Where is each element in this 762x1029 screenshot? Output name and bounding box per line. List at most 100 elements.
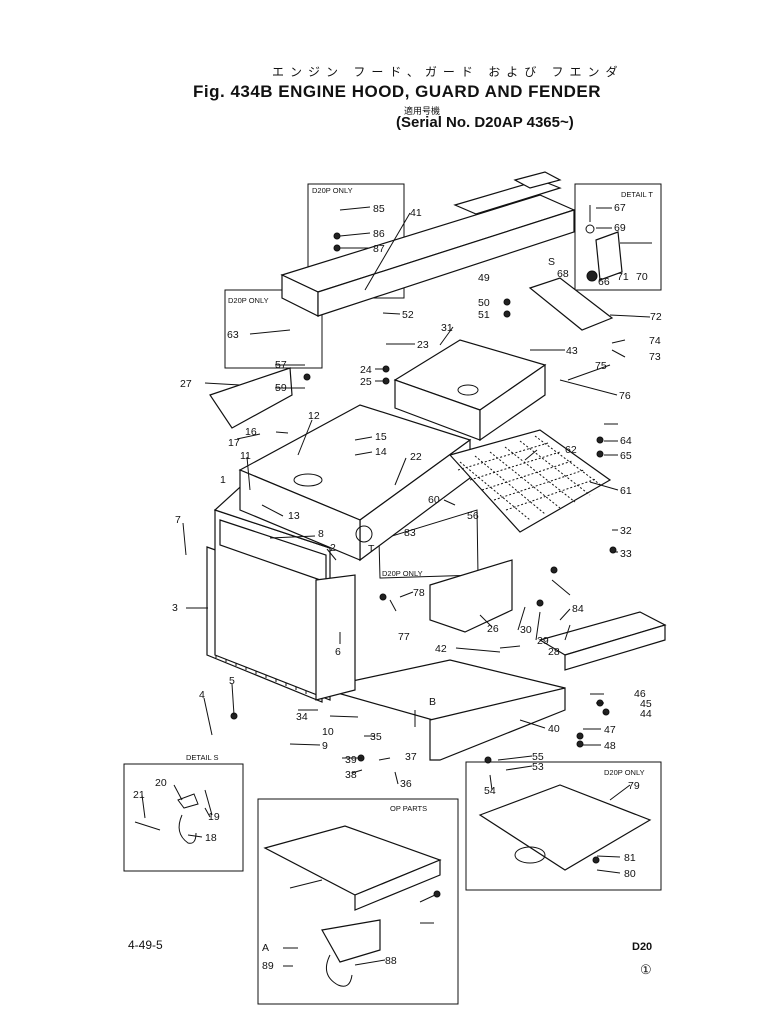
part-label: 66 — [598, 276, 610, 288]
lower-frame — [315, 574, 667, 761]
inset-label-d20p-left: D20P ONLY — [228, 296, 269, 305]
part-label: 11 — [240, 450, 251, 462]
part-label: 35 — [370, 731, 382, 743]
part-label: 63 — [227, 329, 239, 341]
inset-label-d20p-top: D20P ONLY — [312, 186, 353, 195]
part-label: 13 — [288, 510, 300, 522]
part-label: 50 — [478, 297, 490, 309]
part-label: 24 — [360, 364, 372, 376]
figure-title: Fig. 434B ENGINE HOOD, GUARD AND FENDER — [193, 82, 602, 101]
part-label: 33 — [620, 548, 632, 560]
part-label: 16 — [245, 426, 257, 438]
part-label: 39 — [345, 754, 357, 766]
op-step-plate — [263, 825, 442, 987]
inset-label-detail-s: DETAIL S — [186, 753, 219, 762]
part-label: 10 — [322, 726, 334, 738]
inset-label-detail-t: DETAIL T — [621, 190, 653, 199]
part-label: 69 — [614, 222, 626, 234]
part-label: 18 — [205, 832, 217, 844]
part-label: 32 — [620, 525, 632, 537]
part-label: 73 — [649, 351, 661, 363]
part-label: 41 — [410, 207, 422, 219]
part-label: 23 — [417, 339, 429, 351]
part-label: 70 — [636, 271, 648, 283]
part-label: 68 — [557, 268, 569, 280]
inset-detail-s — [123, 763, 244, 872]
part-label: 86 — [373, 228, 385, 240]
part-label: 48 — [604, 740, 616, 752]
part-label: 40 — [548, 723, 560, 735]
part-label: 6 — [335, 646, 341, 658]
floor-grid-plate — [448, 429, 612, 533]
part-label: 65 — [620, 450, 632, 462]
part-label: 21 — [133, 789, 145, 801]
part-label: 30 — [520, 624, 532, 636]
part-label: 44 — [640, 708, 652, 720]
part-label: 71 — [617, 271, 629, 283]
engine-hood — [238, 404, 472, 562]
part-label: 77 — [398, 631, 410, 643]
inset-d20p-bottom-right — [465, 761, 662, 891]
part-label: 14 — [375, 446, 387, 458]
part-label: 62 — [565, 444, 577, 456]
frame-rail — [280, 171, 576, 317]
part-label: 52 — [402, 309, 414, 321]
part-label: 31 — [441, 322, 453, 334]
part-label: 60 — [428, 494, 440, 506]
part-label: 25 — [360, 376, 372, 388]
part-label: 4 — [199, 689, 205, 701]
top-cover — [393, 339, 547, 442]
side-guard — [429, 559, 513, 633]
part-label: 5 — [229, 675, 235, 687]
part-label: 9 — [322, 740, 328, 752]
part-label: S — [548, 256, 555, 268]
inset-label-d20p-bottom-right: D20P ONLY — [604, 768, 645, 777]
part-label: T — [368, 543, 375, 555]
part-label: 3 — [172, 602, 178, 614]
part-label: 1 — [220, 474, 226, 486]
detail-t-assembly — [585, 205, 652, 282]
model-code: D20 — [632, 941, 653, 953]
part-label: 28 — [548, 646, 560, 658]
part-label: 79 — [628, 780, 640, 792]
japanese-caption: エンジン フード、ガード および フエンダ — [272, 65, 624, 79]
part-label: 42 — [435, 643, 447, 655]
part-label: 61 — [620, 485, 632, 497]
part-label: 55 — [532, 751, 544, 763]
part-label: 38 — [345, 769, 357, 781]
part-label: 85 — [373, 203, 385, 215]
part-label: 72 — [650, 311, 662, 323]
part-label: 15 — [375, 431, 387, 443]
part-label: 80 — [624, 868, 636, 880]
part-label: 83 — [404, 527, 416, 539]
part-label: 17 — [228, 437, 240, 449]
part-label: 29 — [537, 635, 549, 647]
part-label: 54 — [484, 785, 496, 797]
part-label: 19 — [208, 811, 220, 823]
part-label: 67 — [614, 202, 626, 214]
page-reference: 4-49-5 — [128, 938, 163, 952]
part-label: 49 — [478, 272, 490, 284]
part-label: 75 — [595, 360, 607, 372]
part-label: 59 — [275, 382, 287, 394]
part-label: 51 — [478, 309, 490, 321]
part-label: 56 — [467, 510, 479, 522]
part-label: 47 — [604, 724, 616, 736]
part-label: 2 — [330, 542, 336, 554]
inset-label-d20p-mid: D20P ONLY — [382, 569, 423, 578]
part-label: 37 — [405, 751, 417, 763]
part-labels: 1 2 3 4 5 6 7 8 9 10 11 12 13 14 15 16 1… — [133, 202, 662, 972]
part-label: 34 — [296, 711, 308, 723]
part-label: B — [429, 696, 436, 708]
part-label: 81 — [624, 852, 636, 864]
part-label: 78 — [413, 587, 425, 599]
part-label: 36 — [400, 778, 412, 790]
part-label: 7 — [175, 514, 181, 526]
part-label: 45 — [640, 698, 652, 710]
part-label: 27 — [180, 378, 192, 390]
part-label: 84 — [572, 603, 584, 615]
part-label: 87 — [373, 243, 385, 255]
part-label: 74 — [649, 335, 661, 347]
inset-detail-t — [574, 183, 662, 291]
